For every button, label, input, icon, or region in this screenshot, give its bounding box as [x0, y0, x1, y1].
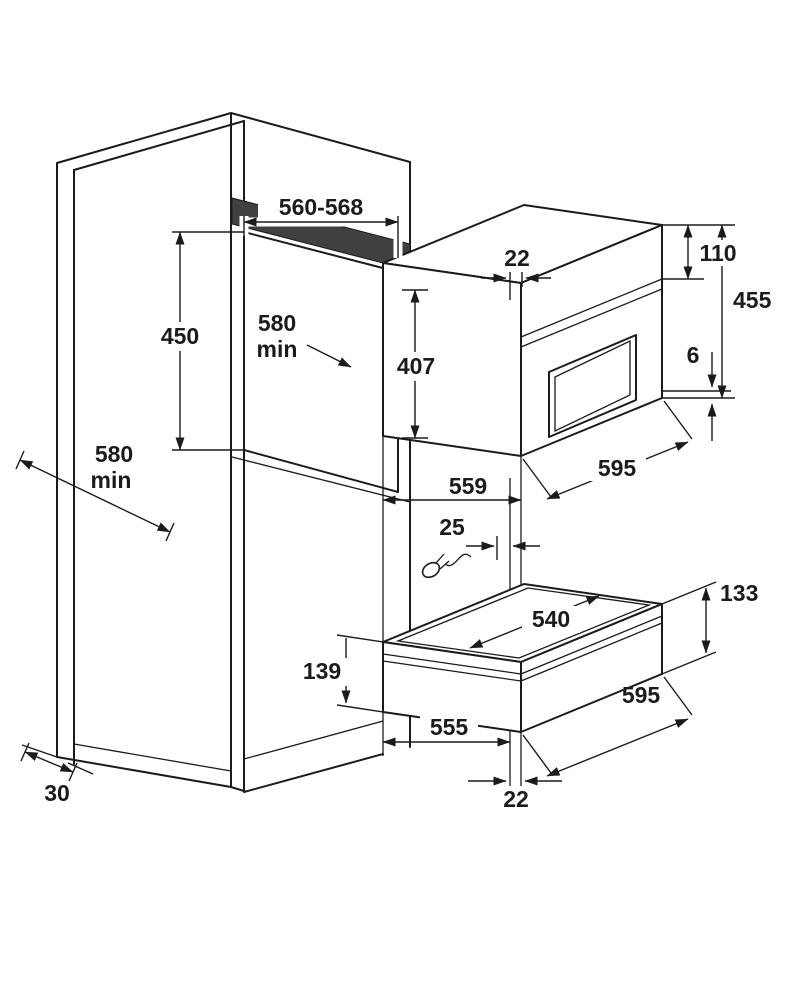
label-bg — [248, 310, 306, 364]
cabinet-front-bottom-edge — [243, 753, 384, 793]
dim-label-cabinet-depth-value: 580 — [95, 441, 133, 467]
extension-lines — [661, 581, 717, 675]
dimension-line — [546, 718, 689, 777]
dim-oven-height: 455 — [662, 224, 772, 399]
dim-label-cabinet-depth-suffix: min — [91, 467, 132, 493]
dim-label-drawer-height-right: 133 — [720, 580, 758, 606]
label-bg — [258, 194, 384, 221]
dim-bottom-gap: 6 — [662, 342, 731, 441]
dim-label-oven-body-height: 407 — [397, 353, 435, 379]
dim-label-drawer-bottom-overlap: 22 — [503, 786, 529, 812]
plug-pins — [435, 553, 450, 570]
dim-niche-depth: 580 min — [248, 310, 352, 368]
dim-oven-width: 595 — [522, 400, 693, 500]
extension-lines — [522, 676, 693, 774]
dim-label-control-height: 110 — [699, 240, 736, 266]
dim-plinth-recess: 30 — [20, 742, 94, 806]
dim-niche-width: 560-568 — [239, 194, 403, 258]
niche-shelf-front-edge — [231, 456, 411, 503]
dim-label-plinth-recess: 30 — [44, 780, 70, 806]
dim-label-niche-height: 450 — [161, 323, 199, 349]
dim-label-drawer-rear-gap: 25 — [439, 514, 465, 540]
cabinet-front-top-edge — [230, 112, 411, 163]
extension-lines — [509, 272, 523, 300]
dim-label-oven-depth: 559 — [449, 473, 487, 499]
dim-oven-top-overlap: 22 — [481, 245, 551, 300]
power-cable — [444, 553, 472, 567]
dim-label-drawer-height-left: 139 — [303, 658, 341, 684]
dim-drawer-height-left: 139 — [294, 634, 384, 713]
plinth-front-groove — [243, 720, 384, 760]
dim-drawer-width: 595 — [522, 676, 693, 777]
dim-label-drawer-inner-width: 540 — [532, 606, 570, 632]
dim-drawer-bottom-overlap: 22 — [468, 776, 562, 812]
dim-label-drawer-depth: 555 — [430, 714, 469, 740]
label-bg — [438, 474, 498, 499]
dim-label-oven-width: 595 — [598, 455, 637, 481]
cabinet-stile-bottom-edge — [230, 786, 245, 792]
extension-lines — [522, 400, 693, 498]
cabinet-top-inner-edge — [73, 120, 245, 171]
dim-drawer-height-right: 133 — [661, 580, 758, 675]
dim-label-niche-depth-value: 580 — [258, 310, 296, 336]
label-bg — [294, 658, 350, 686]
dim-drawer-rear-gap: 25 — [439, 514, 540, 560]
label-bg — [501, 246, 533, 270]
plinth-side-groove — [73, 743, 232, 772]
oven-door-window-inner — [554, 339, 631, 433]
drawer-left-grooves — [382, 653, 522, 682]
oven-control-panel-line — [520, 278, 663, 338]
power-plug-icon — [421, 553, 472, 579]
label-bg — [522, 606, 580, 633]
plug-body — [421, 561, 441, 579]
dim-control-height: 110 — [662, 224, 744, 280]
dim-oven-body-height: 407 — [389, 289, 443, 439]
dim-label-niche-depth-suffix: min — [257, 336, 298, 362]
label-bg — [420, 714, 478, 740]
dimension-line — [19, 459, 171, 533]
leader-arrow — [306, 344, 352, 368]
dim-label-oven-height: 455 — [733, 287, 772, 313]
tall-cabinet — [56, 112, 411, 793]
label-bg — [389, 352, 443, 381]
label-bg — [588, 455, 646, 481]
dim-label-drawer-width: 595 — [622, 682, 661, 708]
dimension-line — [24, 751, 74, 773]
dim-drawer-inner-width: 540 — [469, 595, 600, 649]
niche-top-edge — [243, 231, 399, 273]
oven-door-top-line — [520, 288, 663, 348]
oven — [382, 204, 663, 457]
dim-cabinet-depth: 580 min — [15, 441, 175, 542]
dim-oven-depth: 559 — [382, 473, 522, 505]
label-bg — [692, 240, 744, 266]
dim-drawer-depth: 555 — [382, 714, 511, 747]
dim-label-niche-width: 560-568 — [279, 194, 364, 220]
dim-niche-height: 450 — [154, 231, 244, 451]
dim-label-bottom-gap: 6 — [687, 342, 700, 368]
dimensions: 560-568 450 580 min 580 min 30 — [15, 194, 772, 812]
niche-bottom-edge — [243, 449, 399, 493]
extension-lines — [336, 634, 384, 713]
oven-door-window — [548, 334, 637, 438]
dim-label-oven-top-overlap: 22 — [504, 245, 530, 271]
label-bg — [154, 322, 206, 351]
